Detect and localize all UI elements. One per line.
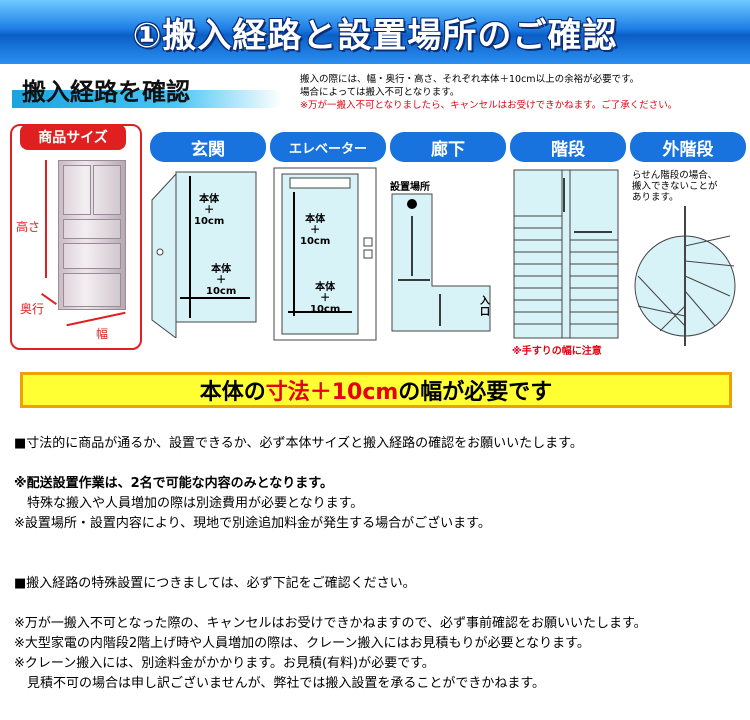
entrance-label-1: 本体 ＋ 10cm <box>194 194 225 227</box>
spiral-stairs-drawing <box>634 206 736 346</box>
body-notes: ■寸法的に商品が通るか、設置できるか、必ず本体サイズと搬入経路の確認をお願いいた… <box>14 434 739 694</box>
tab-stairs: 階段 <box>510 132 626 162</box>
elevator-label-2: 本体 ＋ 10cm <box>310 282 341 315</box>
elevator-diagram: 本体 ＋ 10cm 本体 ＋ 10cm <box>272 166 378 342</box>
width-label: 幅 <box>96 327 109 341</box>
section-title: 搬入経路を確認 <box>22 78 190 106</box>
highlight-part-1: 本体の <box>199 380 266 405</box>
note-line-3: 特殊な搬入や人員増加の際は別途費用が必要となります。 <box>14 496 364 511</box>
outer-stairs-diagram: らせん階段の場合、 搬入できないことが あります。 <box>630 166 740 346</box>
handrail-note: ※手すりの幅に注意 <box>512 346 602 357</box>
note-line-1: ■寸法的に商品が通るか、設置できるか、必ず本体サイズと搬入経路の確認をお願いいた… <box>14 436 583 451</box>
elevator-drawing <box>273 167 377 341</box>
note-line-7: ※大型家電の内階段2階上げ時や人員増加の際は、クレーン搬入にはお見積もりが必要と… <box>14 636 590 651</box>
header-banner: ①搬入経路と設置場所のご確認 <box>0 0 750 64</box>
tab-outer-stairs: 外階段 <box>630 132 746 162</box>
entry-label: 入 口 <box>480 296 490 318</box>
section-heading: 搬入経路を確認 <box>12 72 282 110</box>
route-note-warning: ※万が一搬入不可となりましたら、キャンセルはお受けできかねます。ご了承ください。 <box>300 100 678 111</box>
stairs-drawing <box>513 169 619 339</box>
note-line-8: ※クレーン搬入には、別途料金がかかります。お見積(有料)が必要です。 <box>14 656 435 671</box>
heading-brush-decoration <box>12 90 282 108</box>
size-requirement-banner: 本体の 寸法＋10cm の幅が必要です <box>20 372 732 408</box>
refrigerator-image <box>58 160 126 310</box>
note-line-9: 見積不可の場合は申し訳ございませんが、弊社では搬入設置を承ることができかねます。 <box>14 676 546 691</box>
note-line-6: ※万が一搬入不可となった際の、キャンセルはお受けできかねますので、必ず事前確認を… <box>14 616 647 631</box>
route-notes: 搬入の際には、幅・奥行・高さ、それぞれ本体＋10cm以上の余裕が必要です。 場合… <box>300 73 740 112</box>
install-place-label: 設置場所 <box>390 182 430 193</box>
door-drawing <box>151 171 257 339</box>
entrance-diagram: 本体 ＋ 10cm 本体 ＋ 10cm <box>150 170 262 339</box>
elevator-label-1: 本体 ＋ 10cm <box>300 214 331 247</box>
height-arrow <box>45 160 47 278</box>
route-note-1: 搬入の際には、幅・奥行・高さ、それぞれ本体＋10cm以上の余裕が必要です。 <box>300 74 640 85</box>
spiral-stairs-note: らせん階段の場合、 搬入できないことが あります。 <box>632 170 718 203</box>
tab-elevator: エレベーター <box>270 132 386 162</box>
tab-entrance: 玄関 <box>150 132 266 162</box>
highlight-part-2: 寸法＋10cm <box>265 380 399 405</box>
note-line-4: ※設置場所・設置内容により、現地で別途追加料金が発生する場合がございます。 <box>14 516 491 531</box>
height-label: 高さ <box>16 220 41 234</box>
product-size-tab: 商品サイズ <box>20 124 126 150</box>
note-line-2: ※配送設置作業は、2名で可能な内容のみとなります。 <box>14 476 333 491</box>
banner-title: ①搬入経路と設置場所のご確認 <box>132 15 618 56</box>
note-line-5: ■搬入経路の特殊設置につきましては、必ず下記をご確認ください。 <box>14 576 416 591</box>
route-note-2: 場合によっては搬入不可となります。 <box>300 87 460 98</box>
entrance-label-2: 本体 ＋ 10cm <box>206 264 237 297</box>
depth-label: 奥行 <box>20 302 45 316</box>
stairs-diagram <box>512 168 620 340</box>
hallway-drawing <box>391 193 491 332</box>
highlight-part-3: の幅が必要です <box>398 380 553 405</box>
tab-hallway: 廊下 <box>390 132 506 162</box>
hallway-diagram: 設置場所 入 口 <box>390 176 500 336</box>
